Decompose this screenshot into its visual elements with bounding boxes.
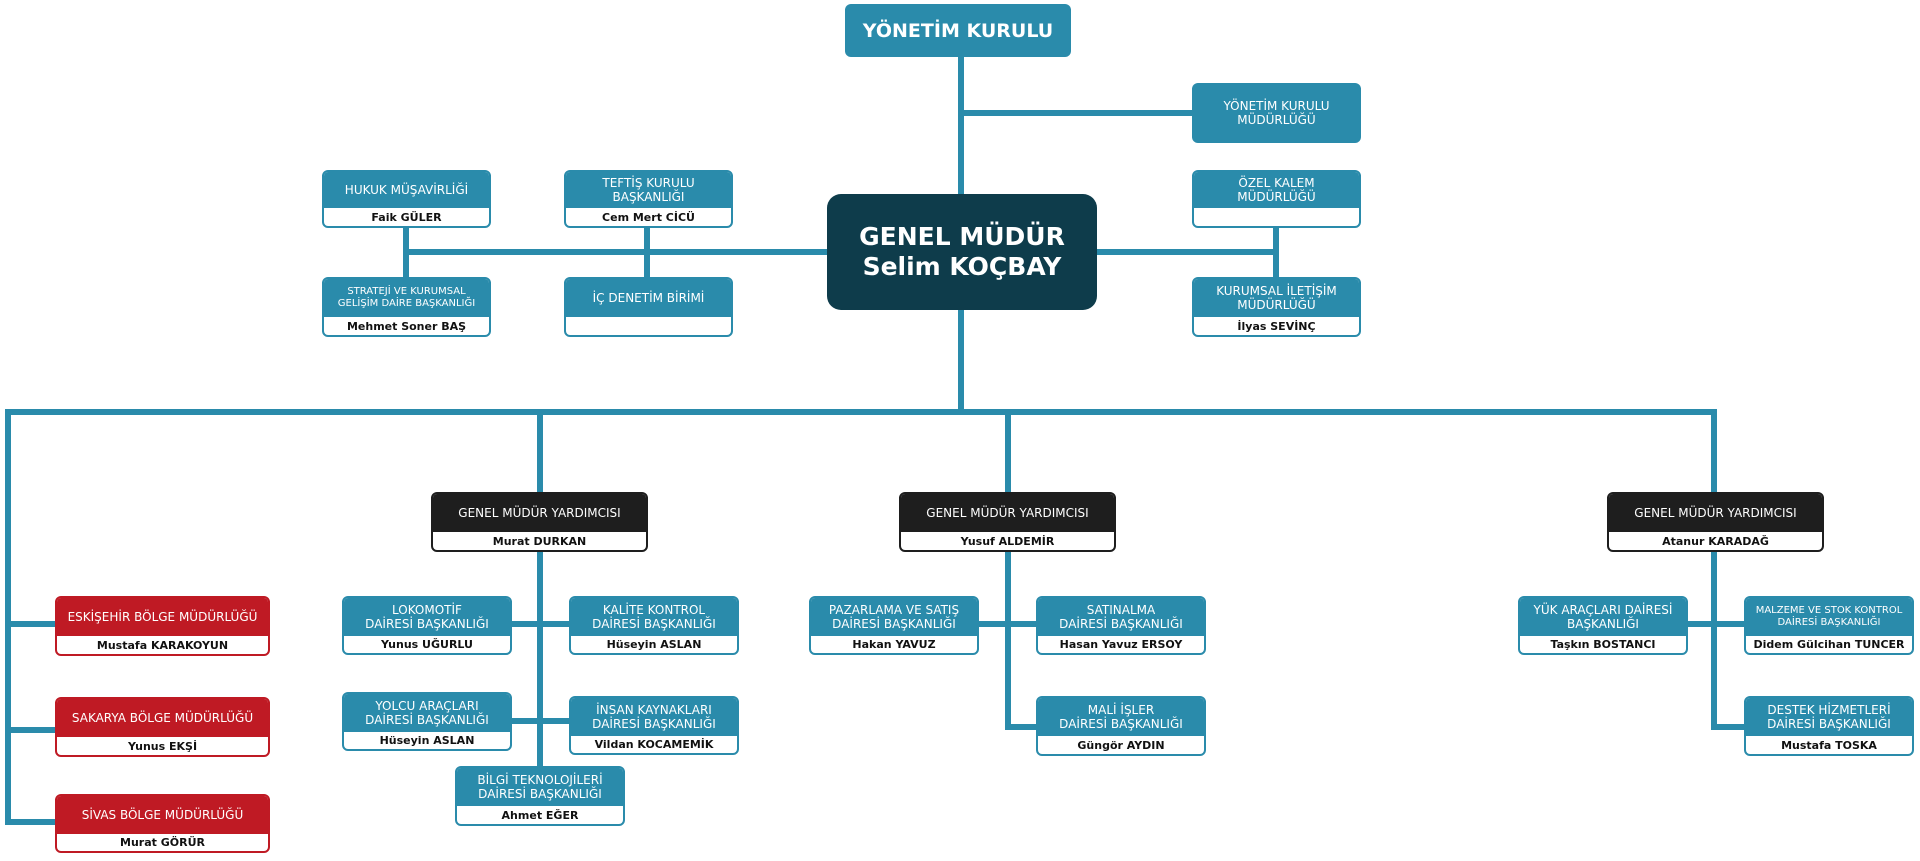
satinalma-box: SATINALMA DAİRESİ BAŞKANLIĞI Hasan Yavuz…	[1036, 596, 1206, 655]
gmy1-name: Murat DURKAN	[492, 534, 587, 548]
kalite-box: KALİTE KONTROL DAİRESİ BAŞKANLIĞI Hüseyi…	[569, 596, 739, 655]
sivas-name: Murat GÖRÜR	[120, 836, 205, 849]
teftis-box: TEFTİŞ KURULU BAŞKANLIĞI Cem Mert CİCÜ	[564, 170, 733, 228]
ozel-kalem-box: ÖZEL KALEM MÜDÜRLÜĞÜ	[1192, 170, 1361, 228]
genel-mudur-name: Selim KOÇBAY	[862, 252, 1062, 281]
eskisehir-box: ESKİŞEHİR BÖLGE MÜDÜRLÜĞÜ Mustafa KARAKO…	[55, 596, 270, 656]
yk-mudurlugu-box: YÖNETİM KURULU MÜDÜRLÜĞÜ	[1192, 83, 1361, 143]
teftis-title: TEFTİŞ KURULU BAŞKANLIĞI	[566, 172, 731, 208]
sivas-box: SİVAS BÖLGE MÜDÜRLÜĞÜ Murat GÖRÜR	[55, 794, 270, 853]
kalite-name: Hüseyin ASLAN	[606, 638, 702, 651]
hukuk-name: Faik GÜLER	[371, 210, 442, 224]
yonetim-kurulu-title: YÖNETİM KURULU	[862, 19, 1054, 42]
insan-box: İNSAN KAYNAKLARI DAİRESİ BAŞKANLIĞI Vild…	[569, 696, 739, 755]
sakarya-name: Yunus EKŞİ	[127, 739, 198, 753]
bilgi-name: Ahmet EĞER	[501, 808, 579, 822]
bilgi-title: BİLGİ TEKNOLOJİLERİ DAİRESİ BAŞKANLIĞI	[457, 768, 623, 806]
destek-box: DESTEK HİZMETLERİ DAİRESİ BAŞKANLIĞI Mus…	[1744, 696, 1914, 756]
mali-box: MALİ İŞLER DAİRESİ BAŞKANLIĞI Güngör AYD…	[1036, 696, 1206, 756]
gmy1-box: GENEL MÜDÜR YARDIMCISI Murat DURKAN	[431, 492, 648, 552]
hukuk-title: HUKUK MÜŞAVİRLİĞİ	[324, 172, 489, 208]
sakarya-box: SAKARYA BÖLGE MÜDÜRLÜĞÜ Yunus EKŞİ	[55, 697, 270, 757]
hukuk-box: HUKUK MÜŞAVİRLİĞİ Faik GÜLER	[322, 170, 491, 228]
lokomotif-name: Yunus UĞURLU	[381, 638, 473, 651]
genel-mudur-title: GENEL MÜDÜR	[859, 222, 1065, 251]
ic-denetim-title: İÇ DENETİM BİRİMİ	[566, 279, 731, 317]
mali-title: MALİ İŞLER DAİRESİ BAŞKANLIĞI	[1038, 698, 1204, 736]
gmy1-title: GENEL MÜDÜR YARDIMCISI	[433, 494, 646, 532]
yuk-box: YÜK ARAÇLARI DAİRESİ BAŞKANLIĞI Taşkın B…	[1518, 596, 1688, 655]
ic-denetim-name	[566, 317, 731, 335]
gmy2-title: GENEL MÜDÜR YARDIMCISI	[901, 494, 1114, 532]
malzeme-box: MALZEME VE STOK KONTROL DAİRESİ BAŞKANLI…	[1744, 596, 1914, 655]
insan-name: Vildan KOCAMEMİK	[594, 738, 714, 751]
gmy3-box: GENEL MÜDÜR YARDIMCISI Atanur KARADAĞ	[1607, 492, 1824, 552]
insan-title: İNSAN KAYNAKLARI DAİRESİ BAŞKANLIĞI	[571, 698, 737, 736]
gmy3-title: GENEL MÜDÜR YARDIMCISI	[1609, 494, 1822, 532]
eskisehir-name: Mustafa KARAKOYUN	[96, 638, 229, 652]
satinalma-name: Hasan Yavuz ERSOY	[1059, 638, 1183, 651]
gmy2-box: GENEL MÜDÜR YARDIMCISI Yusuf ALDEMİR	[899, 492, 1116, 552]
strateji-title: STRATEJİ VE KURUMSAL GELİŞİM DAİRE BAŞKA…	[324, 279, 489, 317]
satinalma-title: SATINALMA DAİRESİ BAŞKANLIĞI	[1038, 598, 1204, 636]
kurumsal-iletisim-title: KURUMSAL İLETİŞİM MÜDÜRLÜĞÜ	[1194, 279, 1359, 317]
yolcu-name: Hüseyin ASLAN	[379, 734, 475, 747]
destek-title: DESTEK HİZMETLERİ DAİRESİ BAŞKANLIĞI	[1746, 698, 1912, 736]
malzeme-name: Didem Gülcihan TUNCER	[1753, 638, 1905, 651]
mali-name: Güngör AYDIN	[1077, 738, 1165, 752]
kalite-title: KALİTE KONTROL DAİRESİ BAŞKANLIĞI	[571, 598, 737, 636]
gmy3-name: Atanur KARADAĞ	[1662, 534, 1769, 548]
pazarlama-box: PAZARLAMA VE SATIŞ DAİRESİ BAŞKANLIĞI Ha…	[809, 596, 979, 655]
strateji-box: STRATEJİ VE KURUMSAL GELİŞİM DAİRE BAŞKA…	[322, 277, 491, 337]
yk-mudurlugu-title: YÖNETİM KURULU MÜDÜRLÜĞÜ	[1223, 99, 1330, 127]
malzeme-title: MALZEME VE STOK KONTROL DAİRESİ BAŞKANLI…	[1746, 598, 1912, 636]
sakarya-title: SAKARYA BÖLGE MÜDÜRLÜĞÜ	[57, 699, 268, 737]
kurumsal-iletisim-name: İlyas SEVİNÇ	[1237, 319, 1316, 333]
kurumsal-iletisim-box: KURUMSAL İLETİŞİM MÜDÜRLÜĞÜ İlyas SEVİNÇ	[1192, 277, 1361, 337]
sivas-title: SİVAS BÖLGE MÜDÜRLÜĞÜ	[57, 796, 268, 834]
pazarlama-title: PAZARLAMA VE SATIŞ DAİRESİ BAŞKANLIĞI	[811, 598, 977, 636]
pazarlama-name: Hakan YAVUZ	[852, 638, 936, 651]
destek-name: Mustafa TOSKA	[1781, 738, 1877, 752]
yuk-name: Taşkın BOSTANCI	[1550, 638, 1656, 651]
gmy2-name: Yusuf ALDEMİR	[960, 534, 1055, 548]
eskisehir-title: ESKİŞEHİR BÖLGE MÜDÜRLÜĞÜ	[57, 598, 268, 636]
strateji-name: Mehmet Soner BAŞ	[346, 319, 467, 333]
yolcu-box: YOLCU ARAÇLARI DAİRESİ BAŞKANLIĞI Hüseyi…	[342, 692, 512, 751]
ic-denetim-box: İÇ DENETİM BİRİMİ	[564, 277, 733, 337]
genel-mudur-box: GENEL MÜDÜR Selim KOÇBAY	[827, 194, 1097, 310]
lokomotif-title: LOKOMOTİF DAİRESİ BAŞKANLIĞI	[344, 598, 510, 636]
yonetim-kurulu-box: YÖNETİM KURULU	[845, 4, 1071, 57]
ozel-kalem-title: ÖZEL KALEM MÜDÜRLÜĞÜ	[1194, 172, 1359, 208]
ozel-kalem-name	[1194, 208, 1359, 226]
lokomotif-box: LOKOMOTİF DAİRESİ BAŞKANLIĞI Yunus UĞURL…	[342, 596, 512, 655]
teftis-name: Cem Mert CİCÜ	[602, 210, 695, 224]
yolcu-title: YOLCU ARAÇLARI DAİRESİ BAŞKANLIĞI	[344, 694, 510, 732]
bilgi-box: BİLGİ TEKNOLOJİLERİ DAİRESİ BAŞKANLIĞI A…	[455, 766, 625, 826]
yuk-title: YÜK ARAÇLARI DAİRESİ BAŞKANLIĞI	[1520, 598, 1686, 636]
